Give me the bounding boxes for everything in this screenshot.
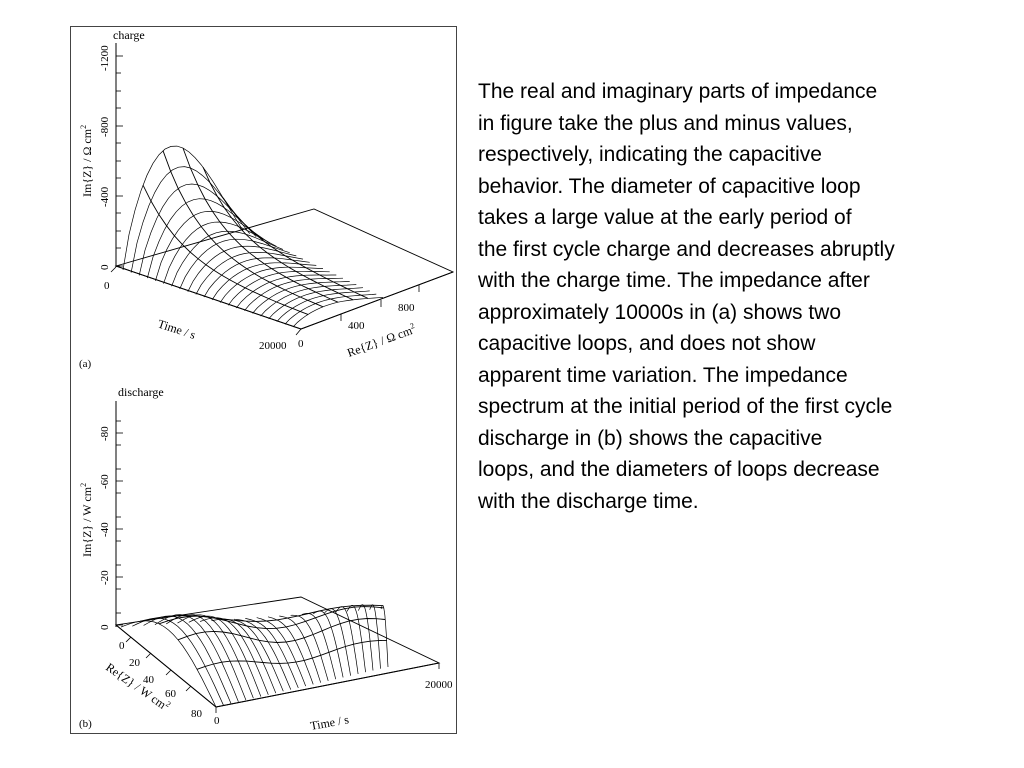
panel-b-surface-contour <box>196 639 387 670</box>
panel-b-time-tick-20000: 20000 <box>425 679 453 691</box>
panel-b-surface-line <box>177 614 254 699</box>
panel-a-ytick-3: -400 <box>99 186 111 207</box>
panel-b-re-tick-60: 60 <box>165 688 177 700</box>
panel-b-tag: (b) <box>79 718 92 730</box>
panel-b-ytick-2: -60 <box>99 474 111 489</box>
text-line-3: respectively, indicating the capacitive <box>478 143 822 166</box>
panel-a-time-axis <box>115 265 302 330</box>
panel-b-surface-line <box>358 604 374 671</box>
panel-b-ytick-4: -20 <box>99 570 111 585</box>
panel-b-surface-line <box>166 613 247 701</box>
panel-b-surface-line <box>335 606 359 675</box>
panel-b-surface-line <box>245 618 299 689</box>
panel-b-re-tick-20: 20 <box>129 657 141 669</box>
text-line-8: approximately 10000s in (a) shows two <box>478 300 842 324</box>
panel-b-surface-line <box>279 615 322 683</box>
panel-a-surface-contour <box>222 197 369 299</box>
panel-b-surface-line <box>369 604 381 669</box>
panel-b-surface-contour <box>177 618 386 643</box>
panel-b-title: discharge <box>118 385 164 399</box>
figure-svg: charge -1200 -800 -400 0 Im{Z} / Ω cm2 <box>79 28 455 733</box>
panel-a-surface <box>122 145 384 328</box>
panel-a-re-axis <box>300 271 454 330</box>
text-line-7: with the charge time. The impedance afte… <box>478 269 870 292</box>
panel-a-re-tick-400: 400 <box>348 320 365 332</box>
panel-a: charge -1200 -800 -400 0 Im{Z} / Ω cm2 <box>79 28 455 370</box>
panel-b-y-label: Im{Z} / W cm2 <box>79 483 94 557</box>
panel-b-surface-line <box>233 618 292 690</box>
text-line-11: spectrum at the initial period of the fi… <box>478 395 893 418</box>
panel-b-re-axis <box>115 624 217 708</box>
figure: charge -1200 -800 -400 0 Im{Z} / Ω cm2 <box>70 26 457 734</box>
text-line-5: takes a large value at the early period … <box>478 206 852 229</box>
panel-a-surface-contour <box>142 184 309 315</box>
panel-a-re-tick-800: 800 <box>398 302 415 314</box>
panel-b-time-tick-0: 0 <box>214 715 220 727</box>
panel-a-surface-line <box>211 262 317 301</box>
panel-b-surface-contour <box>139 604 383 622</box>
panel-a-time-label: Time / s <box>156 317 198 342</box>
text-line-13: loops, and the diameters of loops decrea… <box>478 458 880 481</box>
panel-b-re-tick-80: 80 <box>191 708 203 720</box>
panel-a-axis-ticks <box>110 266 420 336</box>
panel-a-ytick-1: -1200 <box>99 45 111 71</box>
panel-b-re-tick-0: 0 <box>119 640 125 652</box>
panel-a-time-tick-20000: 20000 <box>259 340 287 352</box>
panel-a-y-label: Im{Z} / Ω cm2 <box>79 125 94 197</box>
text-line-4: behavior. The diameter of capacitive loo… <box>478 174 861 198</box>
panel-b-time-label: Time / s <box>309 712 350 733</box>
panel-a-surface-line <box>138 183 257 276</box>
panel-b-surface-line <box>222 619 284 692</box>
panel-b-surface-line <box>346 604 366 673</box>
panel-b-ytick-5: 0 <box>99 624 111 630</box>
panel-b-ytick-1: -80 <box>99 426 111 441</box>
panel-a-y-minor-ticks <box>116 55 123 267</box>
panel-b-axis-ticks <box>125 636 440 713</box>
panel-b-surface-line <box>199 617 269 695</box>
panel-b-re-tick-40: 40 <box>143 674 155 686</box>
panel-a-surface-line <box>195 252 304 295</box>
text-line-1: The real and imaginary parts of impedanc… <box>478 80 878 103</box>
panel-b-surface <box>120 604 389 708</box>
panel-b-surface-contour <box>158 606 384 630</box>
text-line-9: capacitive loops, and does not show <box>478 332 816 355</box>
panel-a-ytick-4: 0 <box>99 264 111 270</box>
panel-b: discharge -80 -60 -40 -20 0 Im{Z} / W cm… <box>79 385 453 733</box>
panel-b-surface-line <box>211 618 277 694</box>
panel-b-surface-line <box>256 617 307 687</box>
panel-a-title: charge <box>113 28 145 42</box>
panel-b-time-axis <box>215 662 440 708</box>
panel-b-surface-line <box>188 615 262 697</box>
panel-a-tag: (a) <box>79 358 92 370</box>
body-paragraph: The real and imaginary parts of impedanc… <box>478 76 998 517</box>
panel-a-re-tick-0: 0 <box>298 338 304 350</box>
text-line-14: with the discharge time. <box>478 489 699 513</box>
panel-b-ytick-3: -40 <box>99 522 111 537</box>
panel-a-surface-contour <box>202 166 354 301</box>
panel-b-surface-line <box>143 615 232 704</box>
panel-b-surface-line <box>267 616 314 685</box>
text-line-12: discharge in (b) shows the capacitive <box>478 426 823 450</box>
panel-b-y-minor-ticks <box>116 420 123 626</box>
panel-a-ytick-2: -800 <box>99 116 111 137</box>
panel-b-surface-line <box>120 620 217 708</box>
panel-a-surface-contour <box>162 150 324 308</box>
panel-b-surface-line <box>154 614 239 702</box>
panel-a-surface-line <box>179 238 290 290</box>
panel-a-surface-contour <box>182 147 339 303</box>
text-line-6: the first cycle charge and decreases abr… <box>478 237 895 261</box>
panel-a-time-tick-0: 0 <box>104 280 110 292</box>
text-line-10: apparent time variation. The impedance <box>478 363 848 387</box>
panel-a-surface-line <box>219 266 324 303</box>
panel-b-surface-line <box>290 614 329 681</box>
text-line-2: in figure take the plus and minus values… <box>478 111 853 135</box>
